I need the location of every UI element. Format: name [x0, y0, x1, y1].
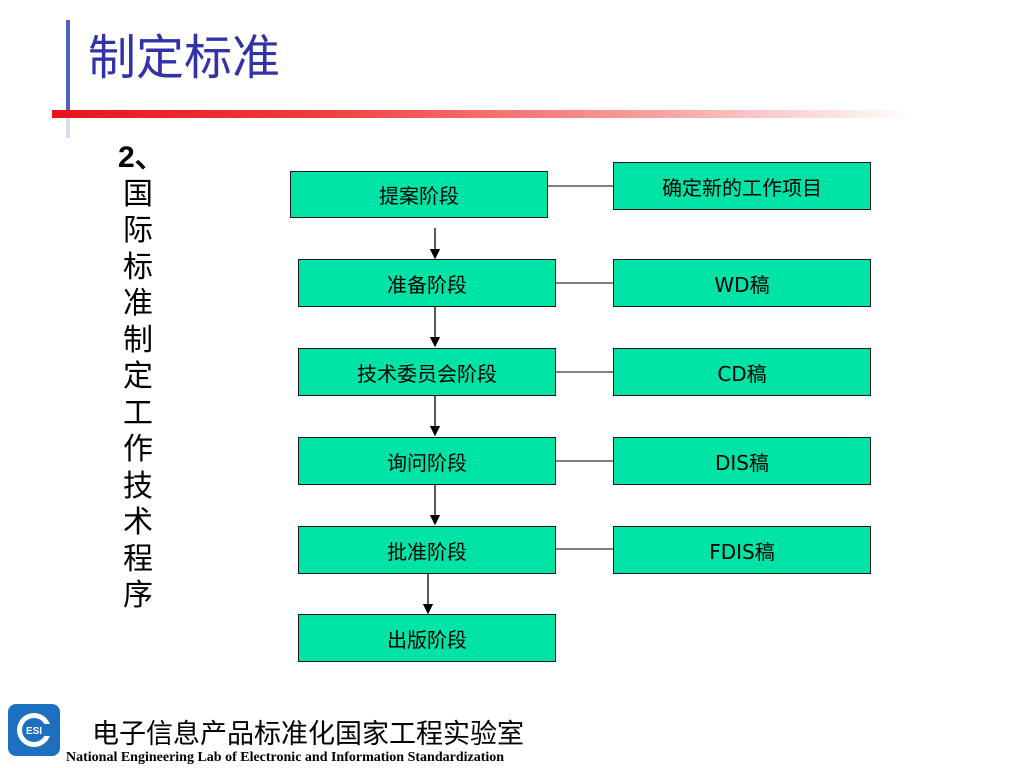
output-box-wd: WD稿	[613, 259, 871, 307]
esi-logo-text: ESI	[26, 726, 42, 737]
side-heading-char: 国	[123, 176, 153, 212]
title-underline-gradient	[52, 110, 912, 118]
stage-box-preparatory: 准备阶段	[298, 259, 556, 307]
footer-lab-name-en: National Engineering Lab of Electronic a…	[66, 750, 505, 765]
side-heading-char: 定	[123, 359, 153, 394]
esi-logo: ESI	[8, 704, 60, 756]
stage-box-committee: 技术委员会阶段	[298, 348, 556, 396]
side-heading-char: 程	[123, 541, 153, 577]
side-heading-char: 技	[123, 468, 153, 504]
side-heading-char: 术	[123, 505, 153, 540]
side-heading-char: 准	[123, 286, 153, 321]
output-box-new-work-item: 确定新的工作项目	[613, 162, 871, 210]
side-heading-char: 作	[123, 432, 153, 467]
output-box-fdis: FDIS稿	[613, 526, 871, 574]
side-heading-char: 标	[123, 249, 153, 285]
stage-box-approval: 批准阶段	[298, 526, 556, 574]
side-heading-char: 际	[123, 213, 153, 248]
stage-box-proposal: 提案阶段	[290, 171, 548, 218]
side-heading-char: 序	[123, 578, 153, 613]
side-heading-char: 工	[123, 395, 153, 431]
stage-box-publication: 出版阶段	[298, 614, 556, 662]
side-heading: 2、 国 际 标 准 制 定 工 作 技 术 程 序	[118, 140, 165, 615]
title-accent-bar	[66, 20, 70, 112]
side-heading-char: 制	[123, 322, 153, 358]
output-box-cd: CD稿	[613, 348, 871, 396]
stage-box-enquiry: 询问阶段	[298, 437, 556, 485]
title-accent-bar-tail	[66, 112, 70, 138]
slide-title: 制定标准	[88, 30, 281, 86]
side-heading-number: 2、	[118, 141, 165, 174]
output-box-dis: DIS稿	[613, 437, 871, 485]
footer-lab-name-cn: 电子信息产品标准化国家工程实验室	[92, 719, 524, 750]
